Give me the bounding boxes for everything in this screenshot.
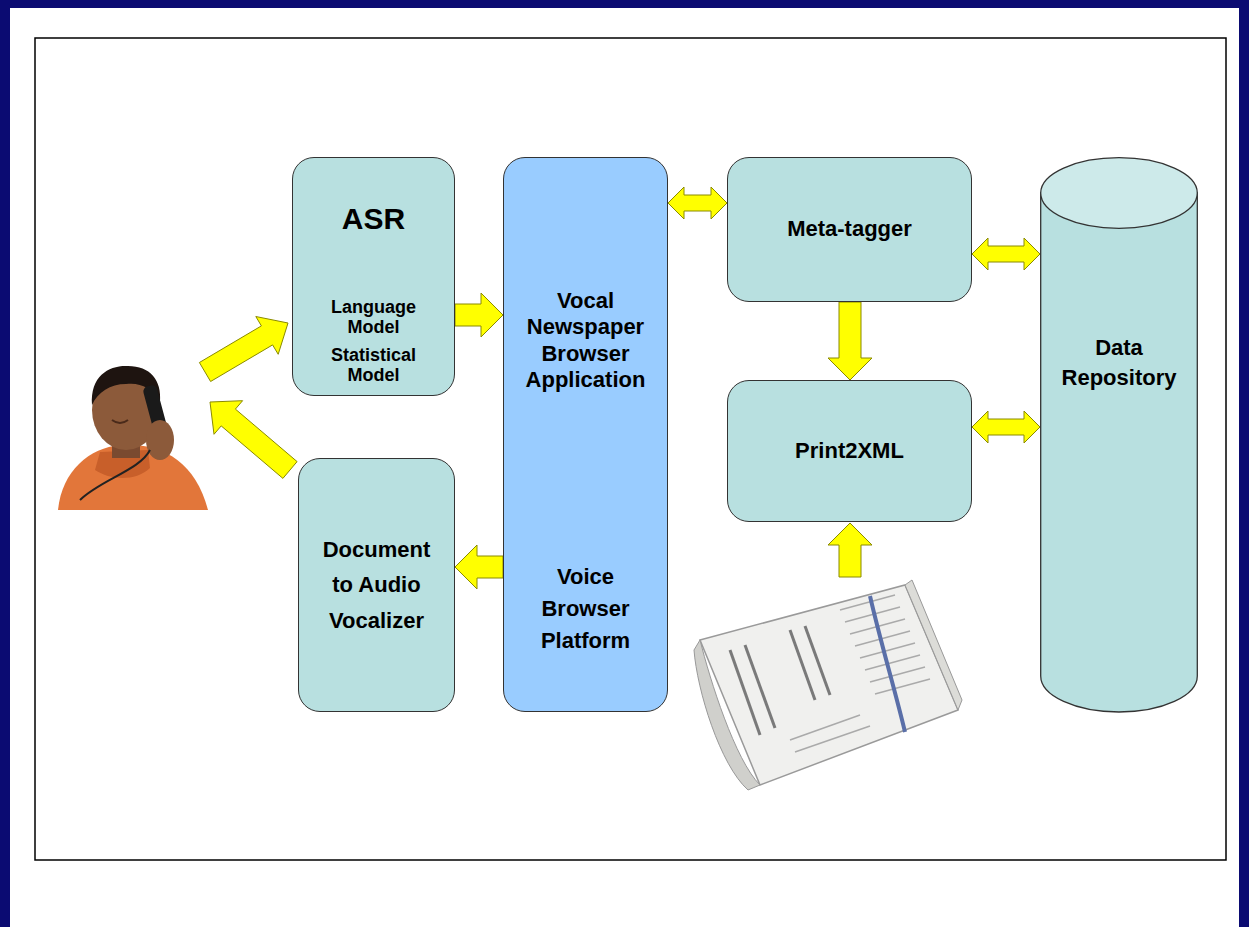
platform-box: Vocal Newspaper Browser ApplicationVoice…	[503, 157, 668, 712]
process-box: Print2XML	[727, 380, 972, 522]
cylinder-body	[1041, 193, 1198, 712]
node-label: Print2XML	[795, 438, 904, 464]
node-label: Statistical Model	[331, 346, 416, 386]
block-arrow	[668, 187, 727, 219]
node-label: Data Repository	[1062, 333, 1177, 392]
cylinder-top	[1041, 158, 1198, 229]
slide-panel	[10, 8, 1239, 927]
frame	[35, 38, 1226, 860]
block-arrow	[972, 238, 1040, 270]
process-box: ASR Language ModelStatistical Model	[292, 157, 455, 396]
process-box: Meta-tagger	[727, 157, 972, 302]
block-arrow	[972, 411, 1040, 443]
block-arrow	[455, 293, 503, 337]
node-label: Voice Browser Platform	[541, 561, 630, 657]
node-label: ASR	[342, 202, 405, 235]
block-arrow	[828, 302, 872, 380]
node-label: Vocal Newspaper Browser Application	[526, 288, 646, 394]
block-arrow	[455, 545, 503, 589]
node-label: Meta-tagger	[787, 216, 912, 242]
newspaper-picture	[694, 580, 962, 790]
person-picture	[48, 366, 210, 510]
process-box: Document to Audio Vocalizer	[298, 458, 455, 712]
cylinder-outline	[1040, 157, 1198, 712]
database-cylinder: Data Repository	[1040, 157, 1198, 712]
node-label: Language Model	[331, 298, 416, 338]
node-label: Document to Audio Vocalizer	[323, 532, 431, 638]
